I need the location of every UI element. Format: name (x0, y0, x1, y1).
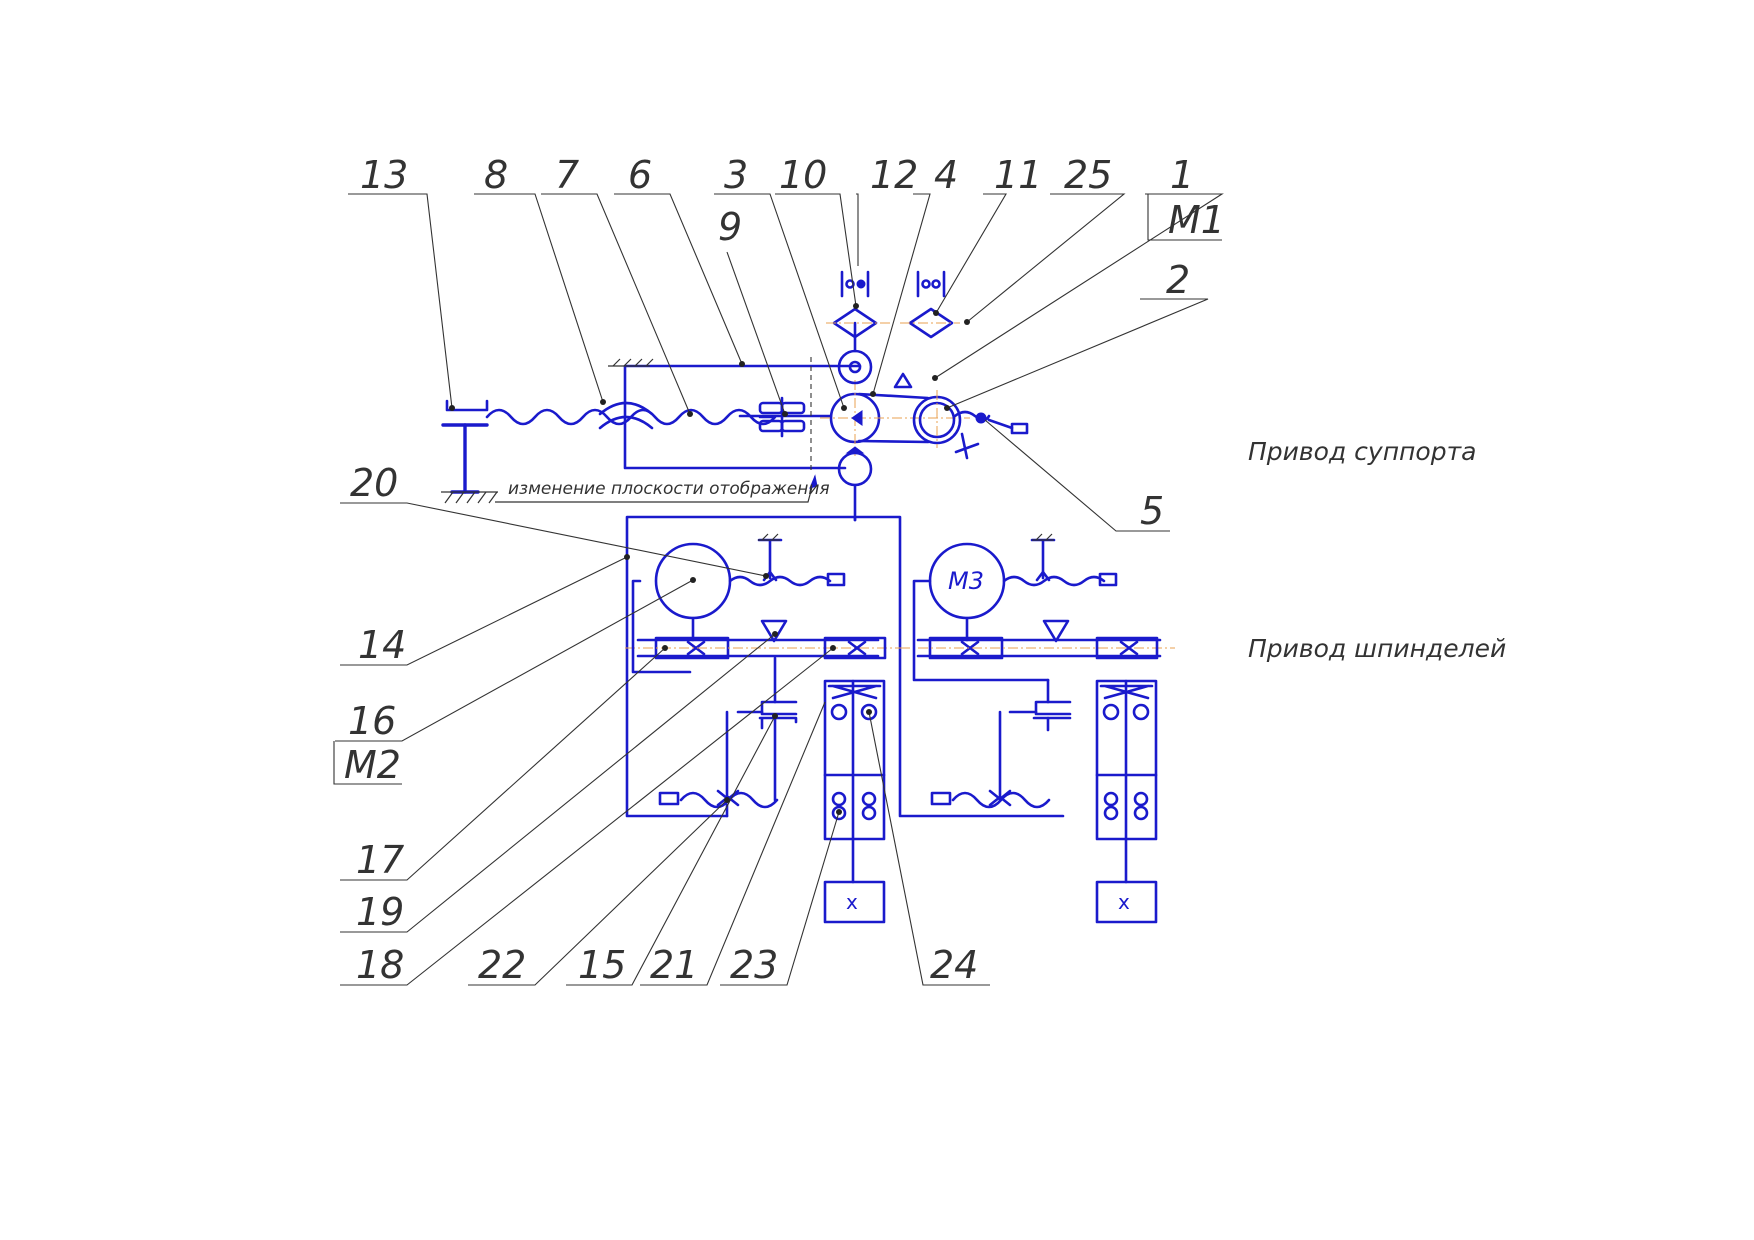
label-12: 12 (870, 153, 918, 197)
label-9: 9 (718, 205, 742, 249)
position-numbers: 13 8 7 6 3 10 12 4 11 25 1 M1 9 2 5 20 1… (344, 153, 1225, 987)
label-15: 15 (578, 943, 626, 987)
caption-support-drive: Привод суппорта (1248, 437, 1476, 466)
spindle-head-right: x (1095, 679, 1158, 924)
label-6: 6 (628, 153, 652, 197)
spindle-head-left: x (823, 679, 886, 924)
support-column (441, 399, 498, 504)
motor-m3-label: M3 (948, 567, 984, 595)
label-18: 18 (356, 943, 404, 987)
clutch (738, 396, 832, 438)
spindle-drive-left: x (625, 515, 1065, 924)
label-11: 11 (994, 153, 1042, 197)
label-16: 16 (348, 699, 396, 743)
label-17: 17 (356, 838, 404, 882)
label-21: 21 (650, 943, 698, 987)
right-gear (900, 270, 960, 339)
label-14: 14 (358, 623, 406, 667)
worm-wheel (820, 380, 970, 456)
motor-m1 (912, 390, 1029, 460)
label-13: 13 (360, 153, 408, 197)
label-22: 22 (478, 943, 526, 987)
label-7: 7 (555, 153, 579, 197)
label-2: 2 (1166, 258, 1190, 302)
spindle-drive-right: M3 (900, 533, 1175, 924)
label-20: 20 (350, 461, 398, 505)
support-drive: изменение плоскости отображения (441, 270, 1029, 522)
label-8: 8 (484, 153, 508, 197)
plane-change-note: изменение плоскости отображения (508, 479, 830, 499)
label-10: 10 (779, 153, 827, 197)
label-m2: M2 (344, 743, 401, 787)
spindle-mark-left: x (846, 890, 858, 914)
label-m1: M1 (1168, 198, 1225, 242)
label-1: 1 (1170, 153, 1194, 197)
leader-lines (333, 193, 1224, 986)
lower-gear (837, 446, 873, 522)
label-3: 3 (724, 153, 748, 197)
label-5: 5 (1140, 489, 1164, 533)
label-23: 23 (730, 943, 778, 987)
label-25: 25 (1064, 153, 1112, 197)
label-19: 19 (356, 890, 404, 934)
caption-spindle-drive: Привод шпинделей (1248, 634, 1506, 663)
upper-gear (826, 270, 890, 385)
label-24: 24 (930, 943, 978, 987)
carriage-frame (608, 358, 862, 470)
spindle-mark-right: x (1118, 890, 1130, 914)
label-4: 4 (934, 153, 958, 197)
